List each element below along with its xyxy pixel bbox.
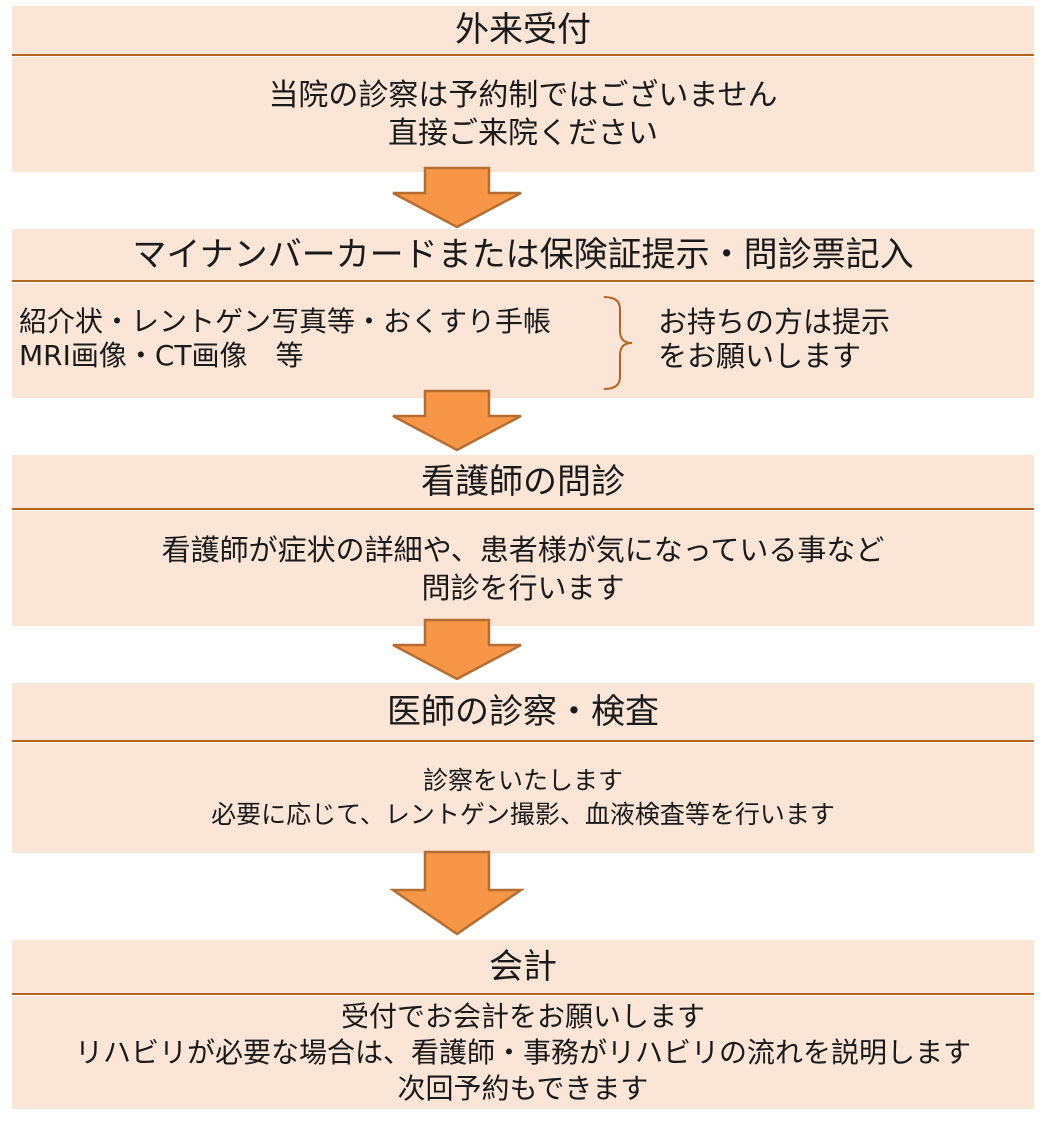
step1-line-1: 当院の診察は予約制ではございません [268,77,778,113]
flow-arrow-1 [389,166,525,230]
step3-title: 看護師の問診 [421,461,625,502]
step5-line-3: 次回予約もできます [397,1071,649,1105]
step5-body: 受付でお会計をお願いします リハビリが必要な場合は、看護師・事務がリハビリの流れ… [12,996,1034,1109]
step3-line-2: 問診を行います [421,570,625,605]
flow-arrow-4 [389,850,525,936]
step5-line-2: リハビリが必要な場合は、看護師・事務がリハビリの流れを説明します [74,1035,971,1069]
documents-list: 紹介状・レントゲン写真等・おくすり手帳 MRI画像・CT画像 等 [19,305,551,373]
step3-body: 看護師が症状の詳細や、患者様が気になっている事など 問診を行います [12,511,1034,626]
step4-line-1: 診察をいたします [422,766,623,795]
step3-line-1: 看護師が症状の詳細や、患者様が気になっている事など [161,532,885,567]
step2-title: マイナンバーカードまたは保険証提示・問診票記入 [132,234,914,275]
step1-title: 外来受付 [455,10,591,50]
bring-note-line-2: をお願いします [658,339,862,373]
step4-line-2: 必要に応じて、レントゲン撮影、血液検査等を行います [211,800,835,829]
step4-title: 医師の診察・検査 [387,691,659,732]
step2-header: マイナンバーカードまたは保険証提示・問診票記入 [12,229,1034,282]
step5-title: 会計 [489,946,557,987]
step5-line-1: 受付でお会計をお願いします [340,999,705,1033]
bring-note: お持ちの方は提示 をお願いします [658,305,890,373]
flow-arrow-2 [389,389,525,453]
step1-header: 外来受付 [12,6,1034,56]
step4-body: 診察をいたします 必要に応じて、レントゲン撮影、血液検査等を行います [12,743,1034,853]
step1-line-2: 直接ご来院ください [388,115,658,151]
step4-header: 医師の診察・検査 [12,683,1034,742]
documents-line-1: 紹介状・レントゲン写真等・おくすり手帳 [19,305,552,338]
step2-body: 紹介状・レントゲン写真等・おくすり手帳 MRI画像・CT画像 等 お持ちの方は提… [12,283,1034,398]
flow-arrow-3 [389,618,525,682]
documents-line-2: MRI画像・CT画像 等 [19,339,304,372]
step5-header: 会計 [12,940,1034,995]
step3-header: 看護師の問診 [12,455,1034,510]
bring-note-line-1: お持ちの方は提示 [658,305,891,339]
right-brace-icon [594,295,634,395]
step1-body: 当院の診察は予約制ではございません 直接ご来院ください [12,57,1034,172]
